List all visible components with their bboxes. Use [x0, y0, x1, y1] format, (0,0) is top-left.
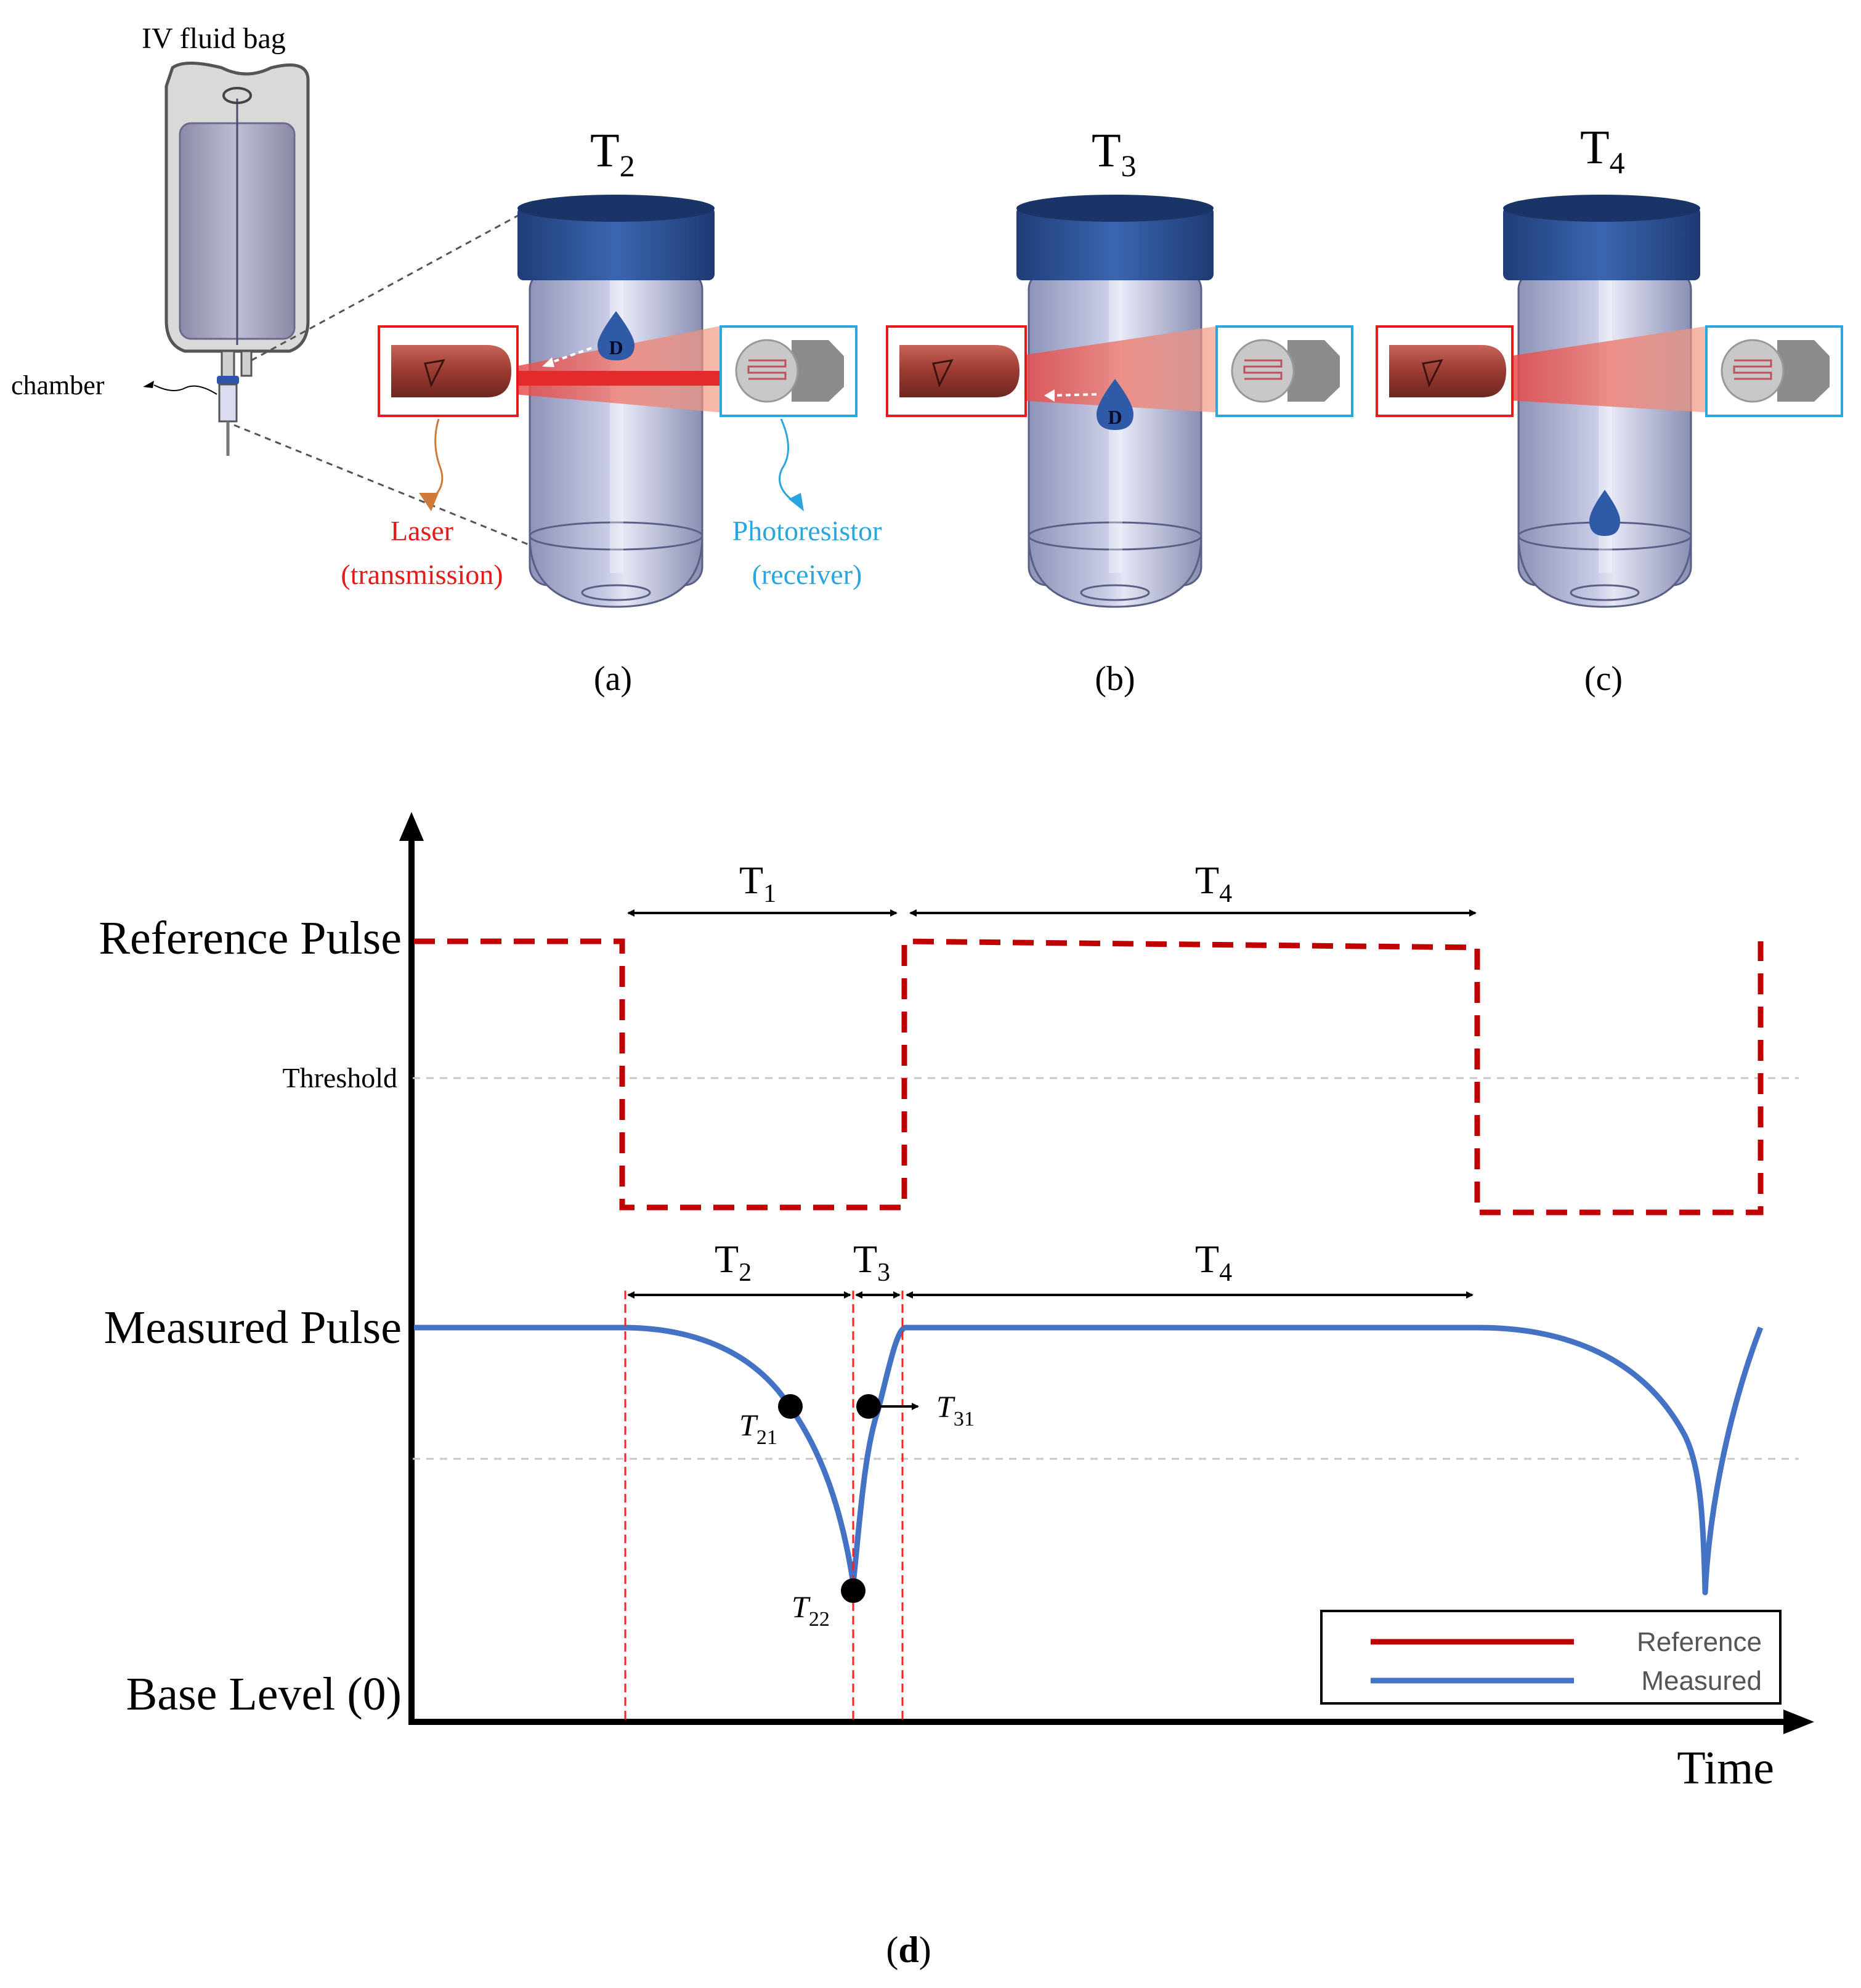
photoresistor-b — [1215, 325, 1353, 417]
laser-pointer-line — [431, 418, 444, 500]
photo-label-1: Photoresistor — [732, 515, 882, 546]
point-t22: T22 — [792, 1578, 866, 1631]
chamber-callout — [143, 211, 561, 559]
interval-arrows — [627, 909, 1477, 1299]
svg-text:T31: T31 — [936, 1389, 975, 1430]
beam-a — [514, 325, 724, 413]
svg-text:T1: T1 — [739, 858, 776, 908]
event-markers — [624, 1291, 904, 1722]
y-label-threshold: Threshold — [282, 1062, 397, 1093]
interval-label-t2: T2 — [715, 1237, 752, 1287]
svg-text:T2: T2 — [590, 123, 635, 183]
x-axis-label: Time — [1677, 1742, 1774, 1794]
legend-reference-label: Reference — [1637, 1627, 1762, 1657]
caption-b: (b) — [1095, 660, 1135, 698]
laser-label-1: Laser — [391, 515, 453, 546]
y-label-base: Base Level (0) — [126, 1668, 402, 1720]
interval-label-t3: T3 — [853, 1237, 890, 1287]
panel-title-c: T4 — [1580, 120, 1625, 180]
laser-label-2: (transmission) — [341, 559, 503, 590]
svg-text:T2: T2 — [715, 1237, 752, 1287]
interval-label-t4-meas: T4 — [1195, 1237, 1232, 1287]
svg-text:T22: T22 — [792, 1589, 830, 1631]
measured-pulse-series — [414, 1325, 1764, 1596]
panel-title-b: T3 — [1092, 123, 1137, 183]
svg-text:T4: T4 — [1195, 858, 1232, 908]
photo-pointer-line — [779, 418, 795, 503]
bag-label: IV fluid bag — [142, 22, 286, 55]
svg-text:T3: T3 — [1092, 123, 1137, 183]
laser-pointer-arrow — [419, 493, 439, 511]
drop-a: D — [542, 311, 635, 367]
svg-text:T3: T3 — [853, 1237, 890, 1287]
legend-measured-label: Measured — [1641, 1666, 1762, 1696]
chamber-label: chamber — [11, 370, 105, 400]
beam-b — [1016, 325, 1223, 413]
caption-a: (a) — [594, 660, 632, 698]
interval-label-t1: T1 — [739, 858, 776, 908]
caption-d: (d) — [886, 1929, 931, 1970]
y-label-reference: Reference Pulse — [99, 912, 402, 964]
photoresistor-c — [1705, 325, 1843, 417]
laser-b — [886, 325, 1027, 417]
drop-b: D — [1044, 379, 1133, 430]
drop-label-b: D — [1108, 406, 1122, 428]
svg-text:T21: T21 — [739, 1408, 777, 1449]
photo-label-2: (receiver) — [752, 559, 862, 590]
beam-c — [1509, 325, 1713, 413]
laser-c — [1376, 325, 1514, 417]
svg-text:T4: T4 — [1195, 1237, 1232, 1287]
drop-c — [1589, 490, 1620, 536]
drop-label-a: D — [609, 336, 623, 359]
point-t31: T31 — [856, 1389, 975, 1430]
iv-bag-illustration — [164, 62, 310, 456]
legend: Reference Measured — [1320, 1610, 1782, 1705]
panel-title-a: T2 — [590, 123, 635, 183]
photo-pointer-arrow — [789, 493, 804, 511]
laser-a — [378, 325, 519, 417]
caption-c: (c) — [1584, 660, 1623, 698]
photoresistor-a — [720, 325, 858, 417]
point-t21: T21 — [739, 1394, 803, 1449]
reference-pulse-series — [414, 938, 1764, 1215]
axes — [399, 812, 1814, 1734]
interval-label-t4-ref: T4 — [1195, 858, 1232, 908]
svg-text:T4: T4 — [1580, 120, 1625, 180]
y-label-measured: Measured Pulse — [104, 1302, 402, 1353]
